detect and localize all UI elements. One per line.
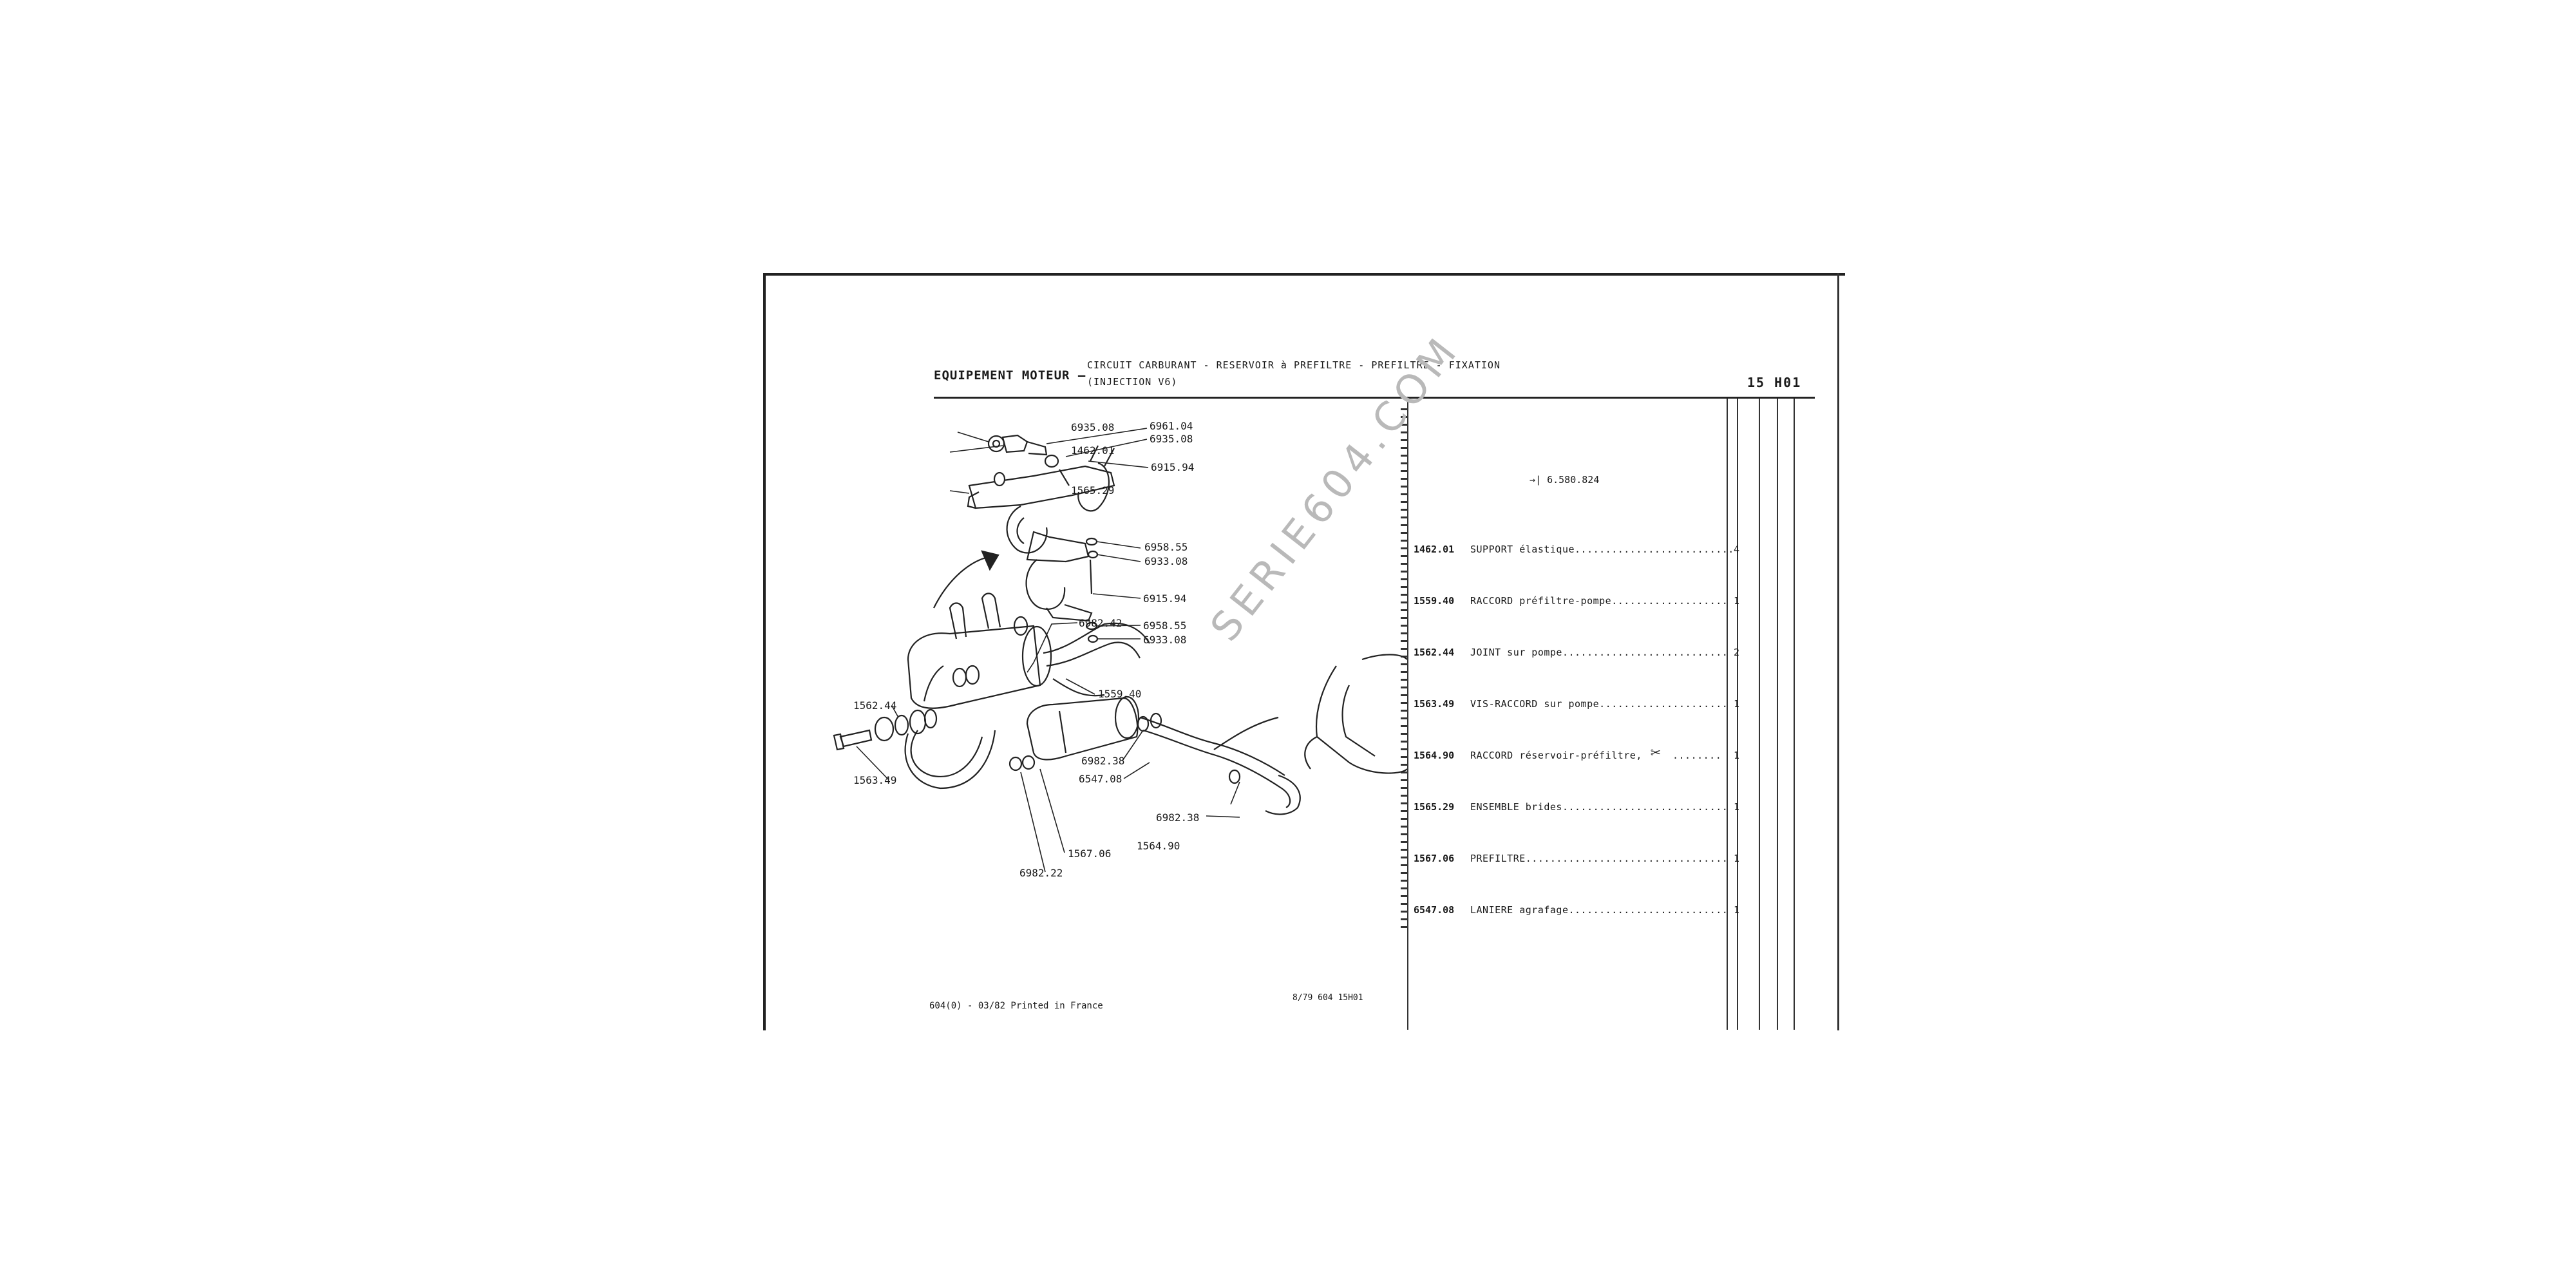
ref-6915-94: 6915.94: [1151, 461, 1195, 473]
ref-1565-29: 1565.29: [1071, 484, 1115, 497]
part-quantity: 2: [1734, 647, 1740, 658]
ref-6982-38: 6982.38: [1156, 811, 1200, 824]
tank-outline: [1304, 654, 1407, 774]
scissors-icon: ✂: [1651, 743, 1661, 762]
part-description: RACCORD préfiltre-pompe.................…: [1470, 595, 1728, 607]
ref-1562-44: 1562.44: [853, 699, 897, 712]
part-code: 1567.06: [1414, 853, 1455, 864]
page-footer-code: 8/79 604 15H01: [1293, 993, 1363, 1003]
page-code: 15 H01: [1747, 375, 1802, 390]
part-quantity: 1: [1734, 698, 1740, 710]
part-quantity: 1: [1734, 904, 1740, 916]
ref-1564-90: 1564.90: [1137, 840, 1180, 852]
header-rule: [934, 397, 1815, 399]
ref-6935-08: 6935.08: [1071, 421, 1115, 433]
sheet-left-border: [763, 273, 766, 1030]
part-description: ENSEMBLE brides.........................…: [1470, 801, 1728, 813]
ref-1462-01: 1462.01: [1071, 444, 1115, 457]
part-quantity: 1: [1734, 750, 1740, 761]
ref-6547-08: 6547.08: [1079, 773, 1122, 785]
catalog-sheet: EQUIPEMENT MOTEUR – CIRCUIT CARBURANT - …: [763, 273, 1845, 1030]
part-code: 1562.44: [1414, 647, 1455, 658]
column-line: [1794, 399, 1795, 1030]
part-quantity: 4: [1734, 544, 1740, 555]
print-footer: 604(0) - 03/82 Printed in France: [929, 1001, 1103, 1011]
part-description: LANIERE agrafage........................…: [1470, 904, 1728, 916]
sheet-right-border: [1837, 273, 1839, 1030]
ref-1559-40: 1559.40: [1098, 688, 1142, 700]
ref-6982-22: 6982.22: [1019, 867, 1063, 879]
part-code: 1462.01: [1414, 544, 1455, 555]
part-description: RACCORD réservoir-préfiltre,: [1470, 750, 1642, 761]
part-code: 1565.29: [1414, 801, 1455, 813]
serial-reference: →∣ 6.580.824: [1530, 474, 1599, 486]
part-quantity: 1: [1734, 595, 1740, 607]
ref-6982-42: 6982.42: [1079, 617, 1122, 629]
part-code: 1563.49: [1414, 698, 1455, 710]
section-variant: (INJECTION V6): [1087, 376, 1178, 388]
part-description: JOINT sur pompe.........................…: [1470, 647, 1728, 658]
ref-6933-08: 6933.08: [1144, 555, 1188, 567]
ref-6935-08: 6935.08: [1150, 433, 1193, 445]
ref-6958-55: 6958.55: [1144, 541, 1188, 553]
ref-6982-38: 6982.38: [1081, 755, 1125, 767]
part-code: 1559.40: [1414, 595, 1455, 607]
section-title: EQUIPEMENT MOTEUR –: [934, 368, 1086, 383]
ref-6933-08: 6933.08: [1143, 634, 1187, 646]
part-code: 1564.90: [1414, 750, 1455, 761]
clamp-bracket-assembly: [967, 434, 1115, 643]
part-description-tail: ........: [1672, 750, 1722, 761]
flow-arrow-head: [981, 550, 999, 571]
part-quantity: 1: [1734, 853, 1740, 864]
margin-ticks: [1401, 408, 1408, 930]
serial-number: 6.580.824: [1547, 474, 1600, 486]
section-subtitle: CIRCUIT CARBURANT - RESERVOIR à PREFILTR…: [1087, 359, 1501, 371]
fuel-pump-body: [907, 592, 1052, 709]
part-description: PREFILTRE...............................…: [1470, 853, 1728, 864]
ref-6958-55: 6958.55: [1143, 620, 1187, 632]
sheet-top-border: [763, 273, 1845, 276]
part-description: VIS-RACCORD sur pompe...................…: [1470, 698, 1728, 710]
arrow-icon: →∣: [1530, 474, 1542, 486]
qty-column-line: [1727, 399, 1728, 1030]
exploded-parts-diagram: [833, 428, 1407, 873]
ref-1563-49: 1563.49: [853, 774, 897, 786]
prefilter-body: [1026, 696, 1140, 761]
column-line: [1759, 399, 1760, 1030]
ref-6915-94: 6915.94: [1143, 592, 1187, 605]
leader-lines: [856, 428, 1240, 873]
hoses: [904, 622, 1301, 815]
fittings: [833, 616, 1241, 784]
qty-column-line: [1737, 399, 1738, 1030]
part-code: 6547.08: [1414, 904, 1455, 916]
part-description: SUPPORT élastique.......................…: [1470, 544, 1734, 555]
column-line: [1777, 399, 1778, 1030]
ref-6961-04: 6961.04: [1150, 420, 1193, 432]
flow-arrow: [933, 555, 996, 609]
part-quantity: 1: [1734, 801, 1740, 813]
ref-1567-06: 1567.06: [1068, 848, 1112, 860]
